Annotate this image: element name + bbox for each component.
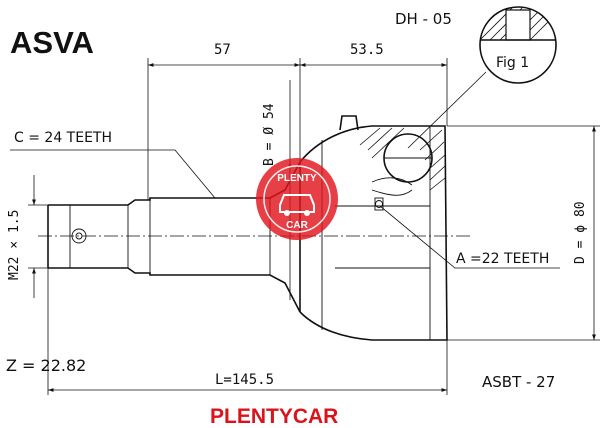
dim-57: 57 xyxy=(214,42,231,58)
dim-total-length: L=145.5 xyxy=(215,372,274,388)
part-number: DH - 05 xyxy=(395,10,452,28)
inner-teeth-callout: A =22 TEETH xyxy=(456,251,549,267)
z-value: Z = 22.82 xyxy=(6,356,86,375)
footer-brand: PLENTYCAR xyxy=(210,405,338,428)
catalog-number: ASBT - 27 xyxy=(482,373,555,391)
dim-53-5: 53.5 xyxy=(350,42,384,58)
section-hatch xyxy=(359,127,446,191)
seal-bottom-text: CAR xyxy=(286,220,308,231)
dim-bore-diameter: B = Ø 54 xyxy=(262,103,277,166)
brand-title: ASVA xyxy=(10,25,94,60)
outer-teeth-callout: C = 24 TEETH xyxy=(14,130,112,146)
dim-thread: M22 × 1.5 xyxy=(7,210,22,280)
plentycar-seal: PLENTY CAR xyxy=(256,158,338,240)
fig-label: Fig 1 xyxy=(496,55,529,71)
car-icon xyxy=(279,194,315,213)
fig-1-detail: Fig 1 xyxy=(479,6,557,84)
fig-1-circle xyxy=(479,6,557,84)
dim-outer-diameter: D = ϕ 80 xyxy=(573,201,588,264)
seal-top-text: PLENTY xyxy=(277,173,317,184)
